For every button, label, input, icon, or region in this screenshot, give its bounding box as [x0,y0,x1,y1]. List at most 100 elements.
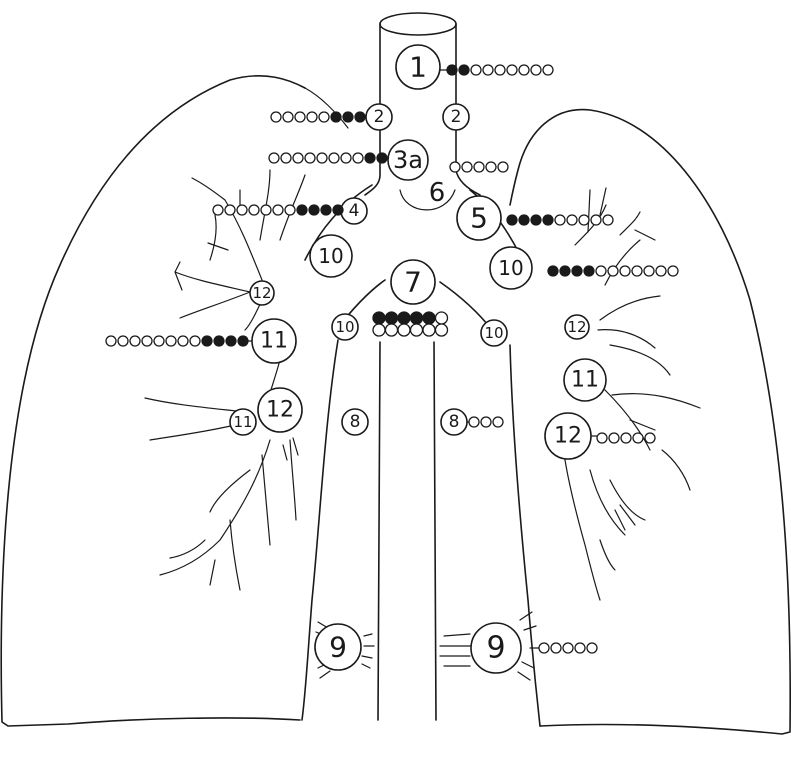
open-bead-c10 [596,266,606,276]
filled-bead-c4 [309,205,319,215]
node-8-left: 8 [441,409,467,435]
node-9-right-label: 9 [329,631,347,664]
node-5: 5 [457,196,501,240]
node-8-left-label: 8 [449,412,460,432]
open-bead-c11 [142,336,152,346]
filled-bead-c2 [331,112,341,122]
filled-bead-c4 [321,205,331,215]
node-11-right-small-label: 11 [233,413,252,431]
open-bead-c2l [486,162,496,172]
node-11-right-label: 11 [260,329,288,354]
carina-right [440,282,492,330]
node-4-label: 4 [349,201,360,221]
open-bead-c2 [271,112,281,122]
open-bead-c7 [436,312,448,324]
node-2-left-label: 2 [451,107,462,127]
filled-bead-c5 [531,215,541,225]
filled-bead-c4 [333,205,343,215]
open-bead-c11 [118,336,128,346]
open-bead-c1 [495,65,505,75]
open-bead-c10 [668,266,678,276]
open-bead-c10 [620,266,630,276]
node-9-right: 9 [315,624,361,670]
open-bead-c3a [329,153,339,163]
node-10-left-carina-label: 10 [484,324,503,342]
node-12-left-lower: 12 [545,413,591,459]
open-bead-c7 [373,324,385,336]
vessel-curve [400,190,455,210]
open-bead-c2l [498,162,508,172]
filled-bead-c7 [398,312,410,324]
filled-bead-c7 [373,312,385,324]
filled-bead-c2 [343,112,353,122]
open-bead-c8 [493,417,503,427]
filled-bead-c7 [386,312,398,324]
filled-bead-c5 [519,215,529,225]
node-8-right-label: 8 [350,412,361,432]
node-8-right: 8 [342,409,368,435]
open-bead-c2l [474,162,484,172]
filled-bead-c11 [238,336,248,346]
filled-bead-c10 [584,266,594,276]
open-bead-c4 [249,205,259,215]
filled-bead-c10 [548,266,558,276]
open-bead-c1 [507,65,517,75]
node-10-right-hilum-label: 10 [318,244,343,268]
open-bead-c3a [281,153,291,163]
open-bead-c12 [645,433,655,443]
node-10-right-carina-label: 10 [335,318,354,336]
open-bead-c1 [531,65,541,75]
node-9-left: 9 [471,623,521,673]
open-bead-c1 [483,65,493,75]
open-bead-c5 [579,215,589,225]
open-bead-c3a [293,153,303,163]
filled-bead-c3a [365,153,375,163]
open-bead-c4 [285,205,295,215]
open-bead-c1 [543,65,553,75]
open-bead-c11 [154,336,164,346]
filled-bead-c11 [202,336,212,346]
open-bead-c10 [632,266,642,276]
node-11-left: 11 [564,359,606,401]
open-bead-c9 [563,643,573,653]
open-bead-c9 [539,643,549,653]
node-12-right-lower-label: 12 [266,398,294,423]
open-bead-c5 [591,215,601,225]
open-bead-c2 [319,112,329,122]
open-bead-c9 [551,643,561,653]
filled-bead-c7 [423,312,435,324]
open-bead-c11 [106,336,116,346]
esophagus-left [378,342,380,720]
filled-bead-c1 [459,65,469,75]
open-bead-c11 [166,336,176,346]
open-bead-c2l [462,162,472,172]
node-12-left-upper: 12 [565,315,589,339]
open-bead-c10 [644,266,654,276]
node-1-label: 1 [409,51,427,84]
open-bead-c8 [481,417,491,427]
open-bead-c7 [386,324,398,336]
open-bead-c7 [436,324,448,336]
filled-bead-c5 [543,215,553,225]
filled-bead-c4 [297,205,307,215]
open-bead-c3a [317,153,327,163]
open-bead-c7 [398,324,410,336]
open-bead-c3a [353,153,363,163]
node-9-left-label: 9 [486,631,505,666]
open-bead-c3a [305,153,315,163]
filled-bead-c3a [377,153,387,163]
node-11-left-label: 11 [571,368,599,393]
open-bead-c4 [225,205,235,215]
node-11-right-small: 11 [230,409,256,435]
filled-bead-c11 [214,336,224,346]
node-3a: 3a [388,140,428,180]
filled-bead-c10 [560,266,570,276]
node-2-left: 2 [443,104,469,130]
filled-bead-c7 [411,312,423,324]
filled-bead-c5 [507,215,517,225]
left-mediastinal-edge [510,345,540,726]
node-10-left-carina: 10 [481,320,507,346]
open-bead-c10 [656,266,666,276]
